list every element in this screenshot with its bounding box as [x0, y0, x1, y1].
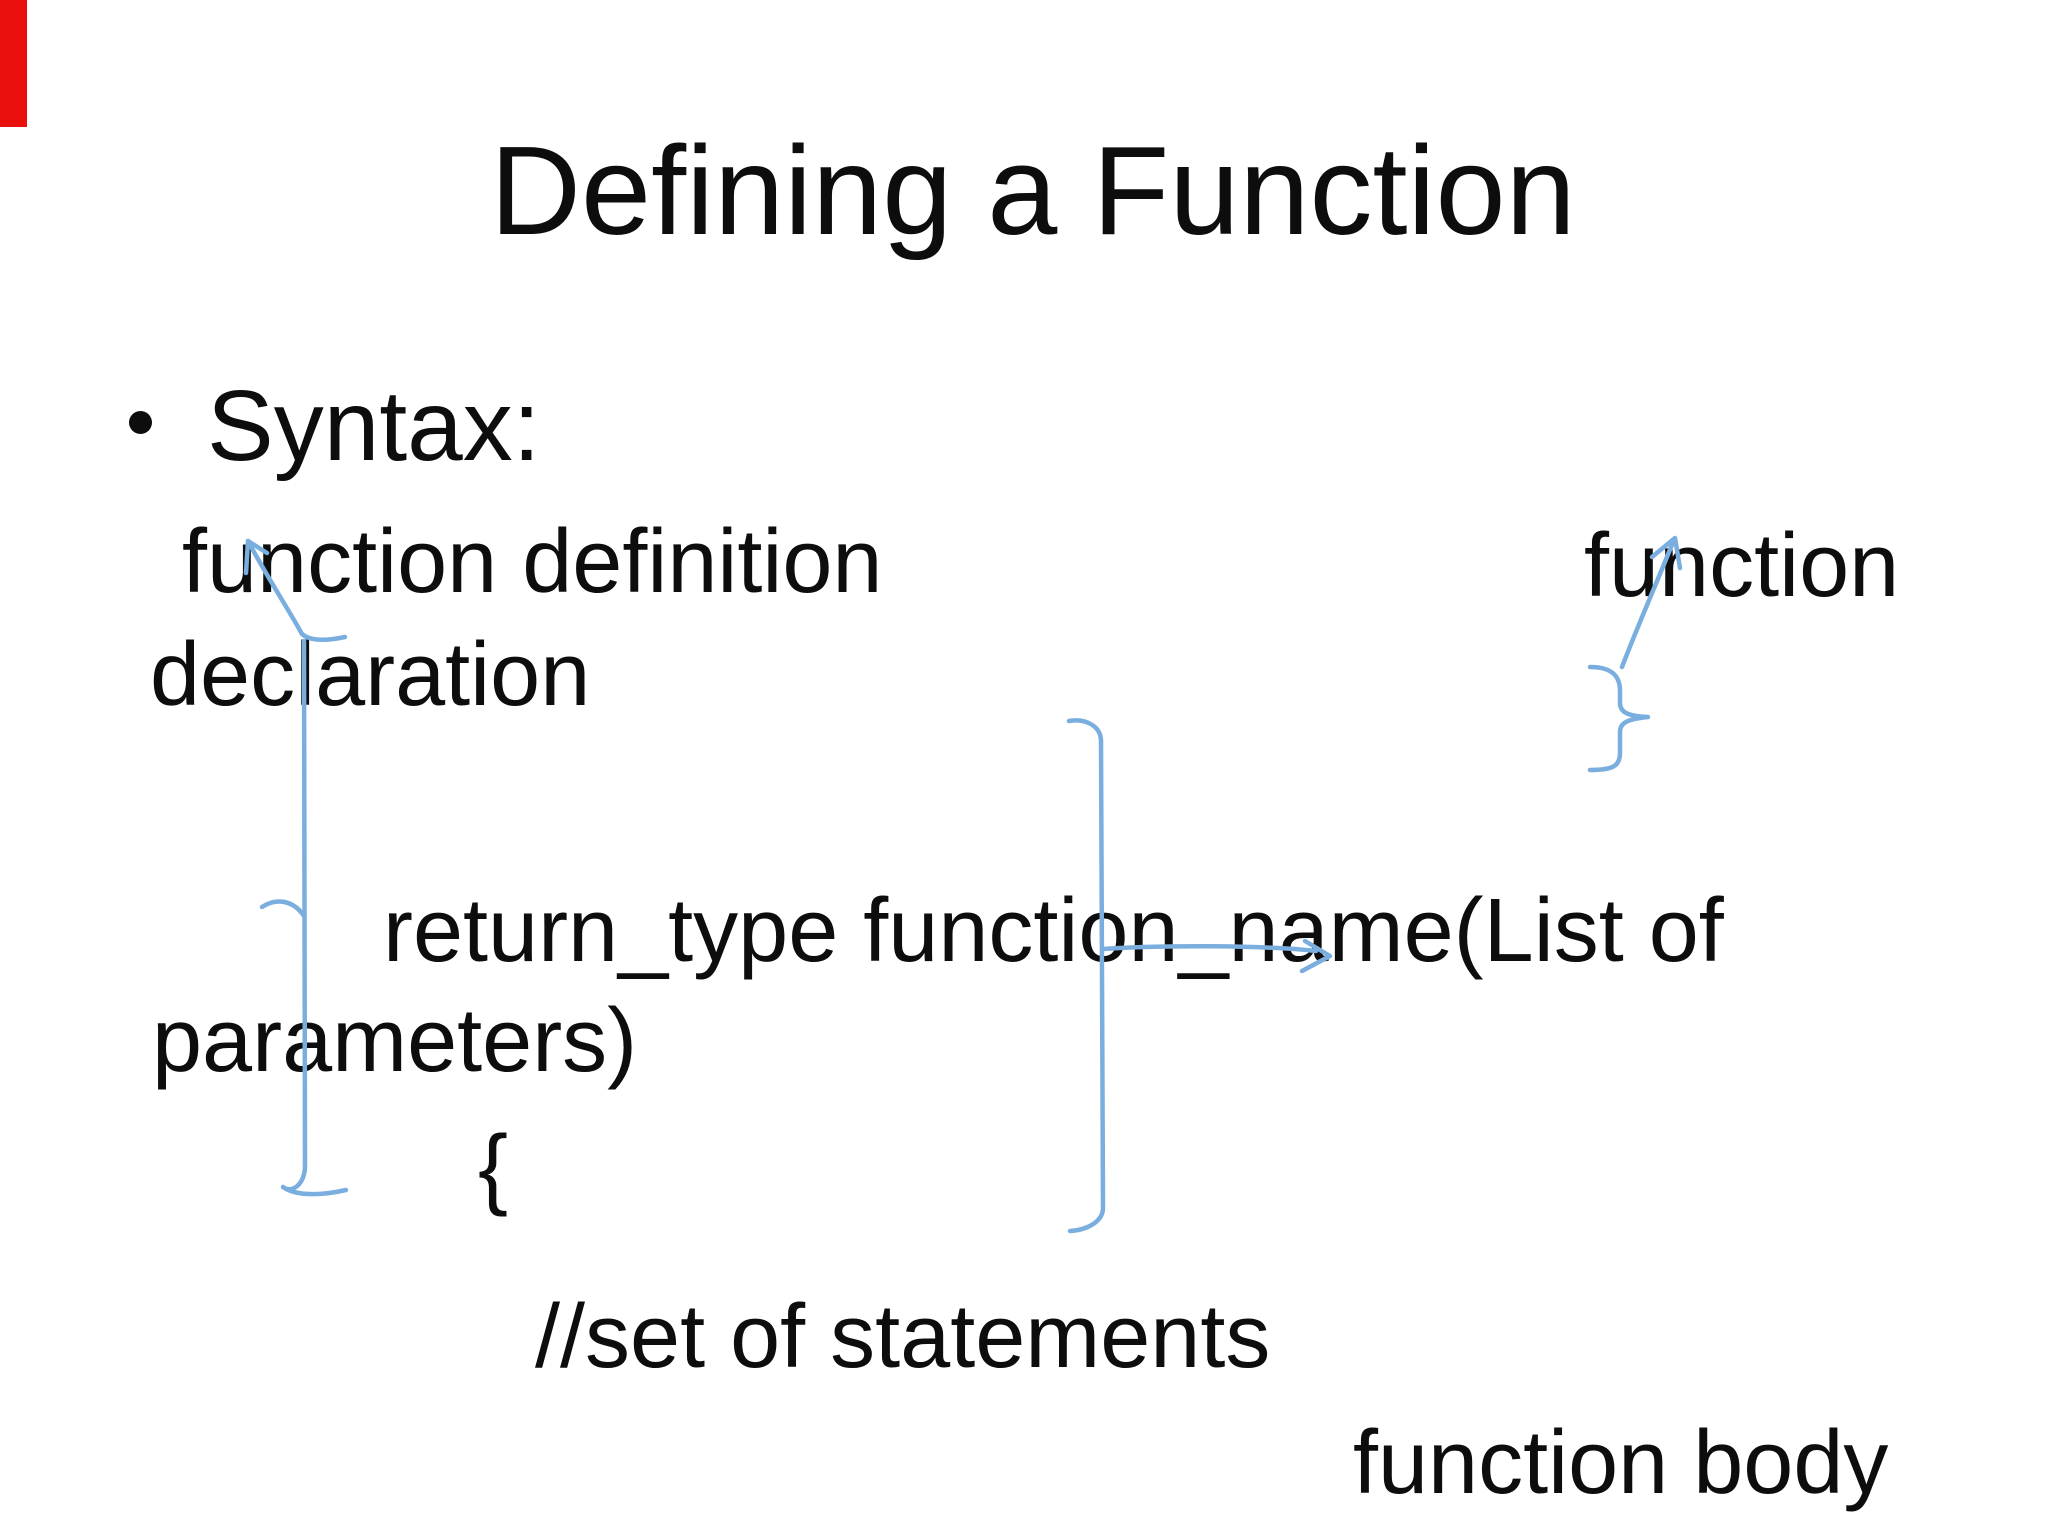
text-function-top-right: function: [1584, 516, 1900, 616]
text-declaration: declaration: [150, 625, 591, 725]
slide-title: Defining a Function: [490, 120, 1576, 261]
text-function-definition: function definition: [182, 512, 883, 612]
text-comment: //set of statements: [535, 1287, 1271, 1387]
red-edge-marker: [0, 0, 27, 127]
bullet-icon: [129, 411, 152, 434]
left-line-bottom-hook: [280, 1163, 349, 1197]
right-curly-brace: [1587, 664, 1651, 773]
text-function-body: function body: [1353, 1413, 1889, 1513]
text-signature: return_type function_name(List of: [383, 881, 1724, 981]
text-open-brace: {: [478, 1118, 509, 1218]
text-parameters: parameters): [152, 991, 638, 1091]
left-line-mid-bump: [259, 899, 307, 919]
bullet-text-syntax: Syntax:: [207, 370, 541, 482]
